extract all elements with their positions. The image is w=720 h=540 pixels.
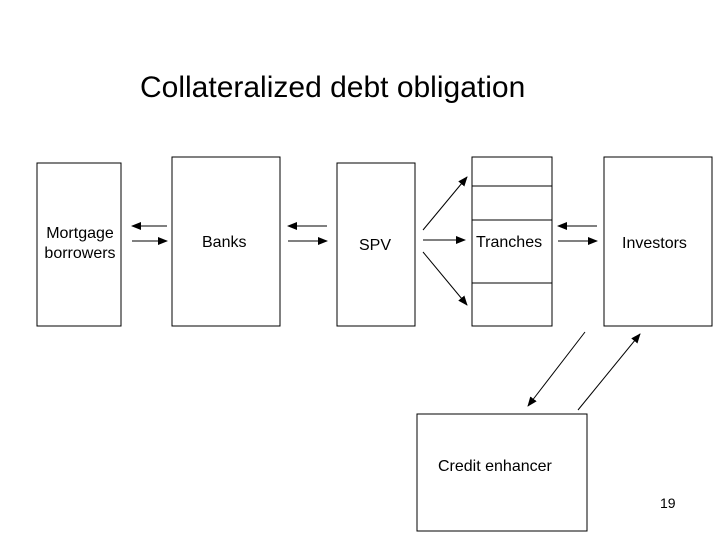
mortgage-borrowers-label-line2: borrowers <box>44 245 116 262</box>
slide-title: Collateralized debt obligation <box>140 71 526 104</box>
tranches-label: Tranches <box>476 234 543 251</box>
investors-label: Investors <box>622 235 687 252</box>
credit-enhancer-box <box>416 413 588 532</box>
arrow-spv-to-top-tranche <box>422 176 468 231</box>
page-number: 19 <box>660 495 676 511</box>
arrow-spv-to-bottom-tranche <box>422 251 468 306</box>
tranches-box <box>471 156 553 327</box>
arrow-investors-to-credit-enhancer <box>527 331 586 407</box>
mortgage-borrowers-label-line1: Mortgage <box>46 225 114 242</box>
investors-box <box>603 156 713 327</box>
spv-box <box>336 162 416 327</box>
arrow-credit-enhancer-to-investors <box>577 333 641 411</box>
credit-enhancer-label: Credit enhancer <box>438 458 552 475</box>
banks-label: Banks <box>202 234 247 251</box>
mortgage-borrowers-label: Mortgage borrowers <box>38 224 122 264</box>
banks-box <box>171 156 281 327</box>
spv-label: SPV <box>359 237 392 254</box>
mortgage-borrowers-box <box>36 162 122 327</box>
